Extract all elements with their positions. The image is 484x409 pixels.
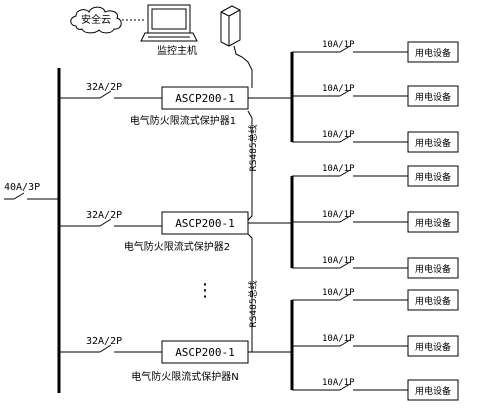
load-breaker-switch [339,169,351,177]
load-device-box [407,211,459,233]
load-breaker-label: 10A/1P [322,84,355,94]
protector-device-label: ASCP200-1 [175,217,235,230]
protector-group-1: 32A/2P ASCP200-1 电气防火限流式保护器1 [59,52,294,142]
branch-breaker-label: 32A/2P [86,336,122,347]
cloud-icon [70,6,122,34]
load-breaker-switch [339,383,351,391]
protector-name: 电气防火限流式保护器N [131,370,238,383]
branch-breaker-label: 32A/2P [86,82,122,93]
load-breaker-label: 10A/1P [322,256,355,266]
load-device-box [407,41,459,63]
load-device-box [407,335,459,357]
load-device-label: 用电设备 [415,137,451,149]
protector-group-2: 32A/2P ASCP200-1 电气防火限流式保护器2 [59,176,294,268]
load-device-label: 用电设备 [415,171,451,183]
load-device-box [407,289,459,311]
load-breaker-switch [339,261,351,269]
load-device-label: 用电设备 [415,263,451,275]
load-device-box [407,85,459,107]
load-breaker-switch [339,135,351,143]
protector-name: 电气防火限流式保护器2 [124,240,230,253]
protector-device-label: ASCP200-1 [175,346,235,359]
load-device-label: 用电设备 [415,47,451,59]
load-breaker-label: 10A/1P [322,334,355,344]
main-breaker-label: 40A/3P [4,182,40,193]
monitor-icon [140,4,198,42]
load-device-box [407,379,459,401]
protector-device-label: ASCP200-1 [175,92,235,105]
cloud-label: 安全云 [81,13,111,26]
load-branches: 10A/1P 用电设备 10A/1P 用电设备 10A/1P 用电设备 10A/1P 用电设备… [292,40,459,401]
rs485-label-1: RS485总线 [247,124,259,171]
monitor-label: 监控主机 [157,44,197,57]
rs485-label-2: RS485总线 [247,280,259,327]
load-breaker-label: 10A/1P [322,210,355,220]
load-device-label: 用电设备 [415,91,451,103]
branch-breaker-label: 32A/2P [86,210,122,221]
load-device-label: 用电设备 [415,341,451,353]
protector-name: 电气防火限流式保护器1 [130,114,236,127]
load-device-box [407,131,459,153]
rs485-cable-mid [245,110,253,223]
load-breaker-label: 10A/1P [322,130,355,140]
load-device-box [407,165,459,187]
protector-group-n: 32A/2P ASCP200-1 电气防火限流式保护器N [59,300,294,390]
load-device-label: 用电设备 [415,385,451,397]
load-breaker-switch [339,45,351,53]
load-breaker-switch [339,339,351,347]
load-breaker-switch [339,293,351,301]
load-device-box [407,257,459,279]
ellipsis: ⋮ [196,280,214,301]
main-breaker-switch [13,192,25,200]
load-breaker-switch [339,215,351,223]
load-breaker-label: 10A/1P [322,40,355,50]
load-breaker-label: 10A/1P [322,164,355,174]
load-device-label: 用电设备 [415,217,451,229]
tower-pc-icon [220,5,241,47]
load-breaker-label: 10A/1P [322,378,355,388]
load-breaker-label: 10A/1P [322,288,355,298]
rs485-cable-top [233,45,253,88]
load-breaker-switch [339,89,351,97]
load-device-label: 用电设备 [415,295,451,307]
